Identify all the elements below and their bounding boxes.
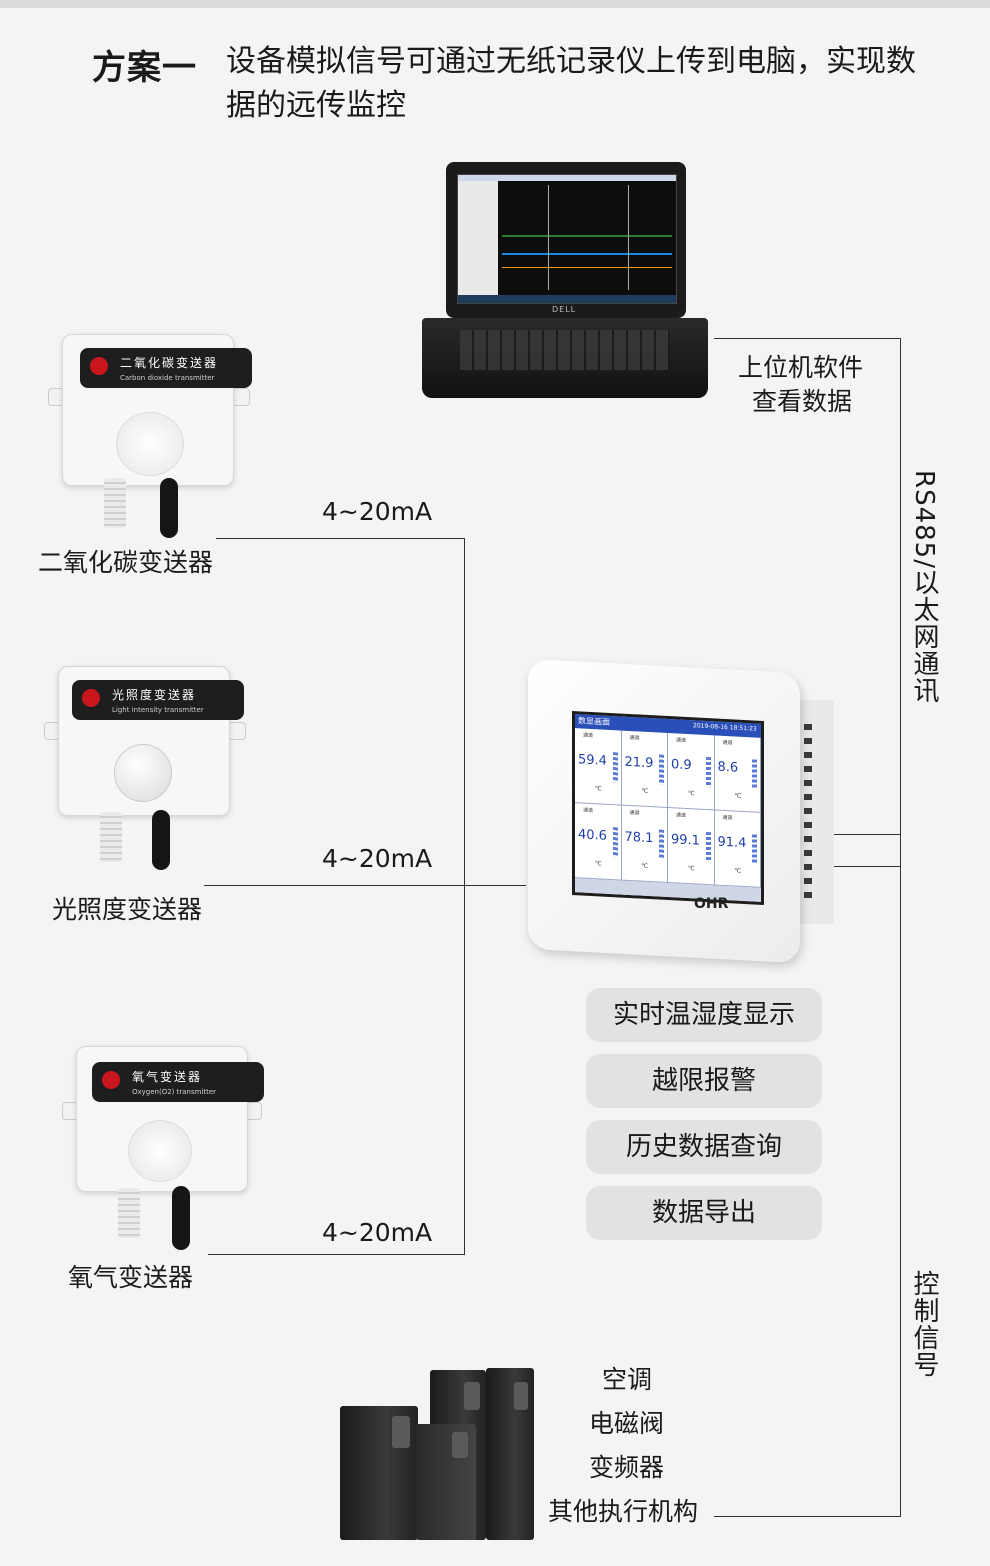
actuator-inverter: 变频器 — [589, 1453, 665, 1482]
feature-data-export: 数据导出 — [586, 1186, 822, 1240]
recorder-link-1 — [822, 834, 901, 835]
reading-channel: 通道 — [583, 807, 594, 815]
reading-cell: 通道 21.9 ℃ — [621, 730, 668, 808]
brand-logo-icon — [90, 357, 108, 375]
feature-realtime-display: 实时温湿度显示 — [586, 988, 822, 1042]
light-panel-sub: Light intensity transmitter — [112, 706, 204, 714]
reading-bar-icon — [705, 831, 711, 863]
control-label: 控制信号 — [909, 1270, 939, 1378]
reading-channel: 通道 — [629, 734, 640, 742]
reading-bar-icon — [612, 827, 618, 858]
oxygen-signal-line — [208, 1254, 464, 1255]
reading-value: 99.1 — [671, 832, 700, 849]
oxygen-panel-name: 氧气变送器 — [132, 1070, 203, 1084]
co2-panel-sub: Carbon dioxide transmitter — [120, 374, 215, 382]
light-panel-name: 光照度变送器 — [112, 688, 197, 702]
reading-unit: ℃ — [688, 865, 695, 873]
reading-cell: 通道 0.9 ℃ — [668, 733, 715, 811]
reading-unit: ℃ — [641, 862, 649, 870]
recorder-brand: OHR — [694, 896, 729, 912]
brand-logo-icon — [82, 689, 100, 707]
co2-panel-name: 二氧化碳变送器 — [120, 356, 219, 370]
light-panel-label: 光照度变送器 Light intensity transmitter — [72, 680, 244, 720]
computer-caption-2: 查看数据 — [752, 387, 853, 416]
scheme-description: 设备模拟信号可通过无纸记录仪上传到电脑，实现数据的远传监控 — [226, 44, 916, 123]
actuator-aircon: 空调 — [602, 1365, 653, 1394]
reading-cell: 通道 40.6 ℃ — [575, 803, 622, 881]
feature-overlimit-alarm: 越限报警 — [586, 1054, 822, 1108]
oxygen-panel-sub: Oxygen(O2) transmitter — [132, 1088, 217, 1096]
light-signal-line — [204, 885, 526, 886]
reading-cell: 通道 8.6 ℃ — [714, 735, 761, 813]
reading-value: 59.4 — [578, 752, 607, 769]
reading-channel: 通道 — [583, 732, 594, 740]
co2-transmitter-image: 二氧化碳变送器 Carbon dioxide transmitter — [48, 330, 252, 540]
laptop-image: DELL — [420, 160, 710, 400]
co2-signal-line — [216, 538, 464, 539]
control-line-bottom — [714, 1516, 901, 1517]
reading-cell: 通道 91.4 ℃ — [714, 810, 761, 888]
reading-unit: ℃ — [641, 787, 649, 795]
oxygen-signal-label: 4~20mA — [322, 1218, 433, 1247]
oxygen-transmitter-name: 氧气变送器 — [68, 1263, 194, 1292]
reading-value: 40.6 — [578, 827, 607, 844]
reading-bar-icon — [612, 752, 618, 783]
reading-unit: ℃ — [688, 790, 695, 798]
reading-value: 91.4 — [717, 834, 747, 852]
computer-caption-1: 上位机软件 — [738, 353, 864, 382]
reading-unit: ℃ — [595, 860, 602, 868]
brand-logo-icon — [102, 1071, 120, 1089]
light-transmitter-name: 光照度变送器 — [52, 895, 203, 924]
reading-channel: 通道 — [629, 809, 640, 817]
reading-channel: 通道 — [676, 812, 687, 819]
reading-value: 78.1 — [624, 829, 654, 847]
reading-bar-icon — [659, 829, 664, 860]
comm-label: RS485/以太网通讯 — [909, 470, 939, 704]
reading-cell: 通道 59.4 ℃ — [575, 728, 622, 806]
reading-value: 8.6 — [717, 759, 739, 776]
scheme-label: 方案一 — [92, 48, 197, 88]
reading-channel: 通道 — [676, 737, 687, 744]
inverter-image — [340, 1366, 540, 1546]
reading-grid: 通道 59.4 ℃ 通道 21.9 ℃ 通道 0.9 ℃ 通道 8.6 ℃ 通道 40.6 ℃ 通道 78.1 ℃… — [575, 728, 761, 888]
reading-unit: ℃ — [734, 867, 742, 875]
light-signal-label: 4~20mA — [322, 844, 433, 873]
co2-signal-label: 4~20mA — [322, 497, 433, 526]
light-transmitter-image: 光照度变送器 Light intensity transmitter — [44, 660, 246, 870]
oxygen-transmitter-image: 氧气变送器 Oxygen(O2) transmitter — [62, 1040, 264, 1250]
co2-transmitter-name: 二氧化碳变送器 — [38, 548, 214, 577]
co2-panel-label: 二氧化碳变送器 Carbon dioxide transmitter — [80, 348, 252, 388]
reading-cell: 通道 99.1 ℃ — [668, 808, 715, 886]
laptop-screen — [457, 174, 677, 304]
oxygen-panel-label: 氧气变送器 Oxygen(O2) transmitter — [92, 1062, 264, 1102]
recorder-screen-title: 数显画面 — [578, 716, 610, 727]
reading-unit: ℃ — [595, 785, 602, 793]
top-bar — [0, 0, 990, 8]
sensor-bus-line — [464, 538, 465, 1255]
reading-bar-icon — [659, 754, 664, 785]
actuator-solenoid-valve: 电磁阀 — [589, 1409, 665, 1438]
reading-cell: 通道 78.1 ℃ — [621, 805, 668, 883]
actuator-other: 其他执行机构 — [548, 1497, 699, 1526]
feature-history-query: 历史数据查询 — [586, 1120, 822, 1174]
comm-line-vertical — [900, 338, 901, 1516]
reading-bar-icon — [752, 759, 757, 790]
reading-channel: 通道 — [722, 814, 733, 822]
reading-value: 0.9 — [671, 757, 692, 774]
recorder-link-2 — [822, 866, 901, 867]
reading-bar-icon — [752, 834, 757, 865]
comm-line-top — [714, 338, 901, 339]
laptop-brand: DELL — [552, 305, 577, 314]
reading-bar-icon — [705, 756, 711, 788]
reading-unit: ℃ — [734, 792, 742, 800]
reading-channel: 通道 — [722, 739, 733, 747]
reading-value: 21.9 — [624, 754, 654, 772]
